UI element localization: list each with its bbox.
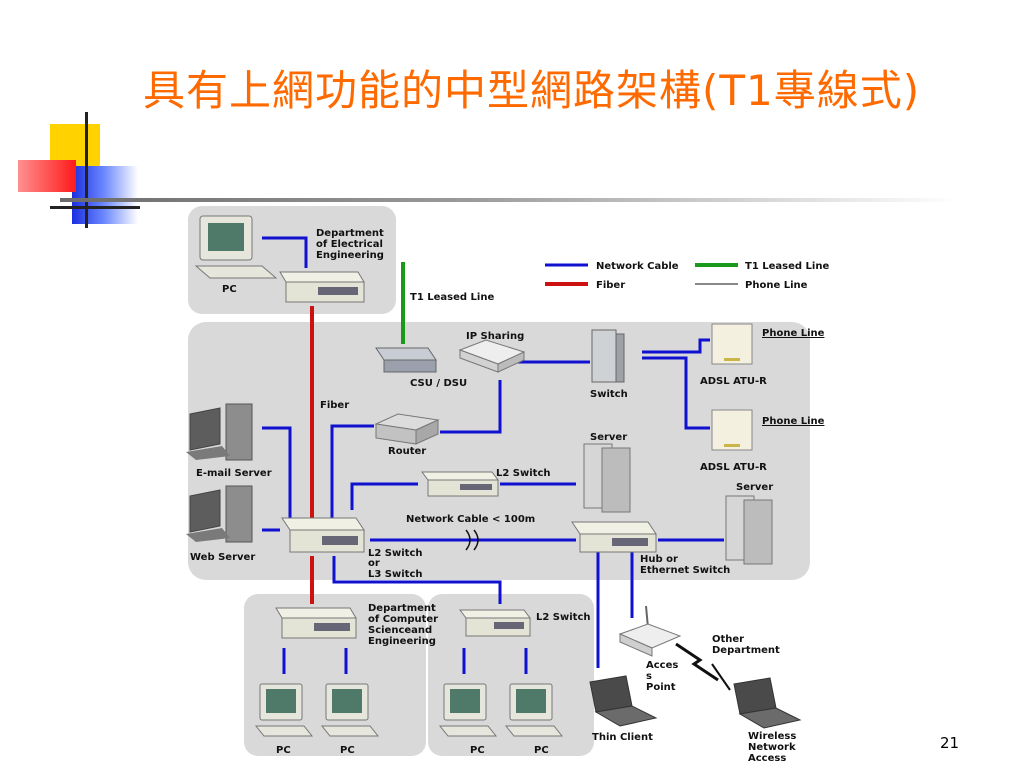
label-network-cable-100m: Network Cable < 100m	[406, 514, 535, 525]
wireless-link-other	[675, 642, 719, 682]
label-router: Router	[388, 446, 426, 457]
label-adsl-2: ADSL ATU-R	[700, 462, 767, 473]
l2-switch-bottom-icon	[459, 609, 531, 637]
label-phone-line-1: Phone Line	[762, 328, 825, 339]
thin-client-laptop-icon	[589, 675, 658, 727]
label-dept-ee-3: Engineering	[316, 250, 384, 261]
label-ip-sharing: IP Sharing	[466, 331, 524, 342]
decor-red-bar	[18, 160, 76, 192]
legend-network-cable: Network Cable	[596, 261, 679, 272]
label-core-1: L2 Switch	[368, 548, 423, 559]
title-underline	[60, 198, 960, 202]
wireless-link-laptop	[711, 663, 731, 691]
label-ap-2: s	[646, 671, 652, 682]
pc-b4-icon	[504, 683, 564, 737]
label-pc-top: PC	[222, 284, 237, 295]
email-server-icon	[186, 403, 253, 461]
label-server-2: Server	[736, 482, 773, 493]
web-server-icon	[186, 485, 253, 543]
label-other-1: Other	[712, 634, 744, 645]
label-ap-3: Point	[646, 682, 676, 693]
server-2-icon	[725, 495, 773, 565]
label-pc-b1: PC	[276, 745, 291, 756]
label-other-2: Department	[712, 645, 780, 656]
pc-b2-icon	[320, 683, 380, 737]
label-pc-b4: PC	[534, 745, 549, 756]
hub-icon	[571, 521, 657, 553]
label-core-2: or	[368, 558, 380, 569]
csu-dsu-icon	[375, 347, 437, 373]
label-dept-ee-1: Department	[316, 228, 384, 239]
label-switch: Switch	[590, 389, 628, 400]
access-point-icon	[618, 605, 682, 657]
switch-to-adsl-links	[642, 338, 710, 430]
label-dept-cs-2: of Computer	[368, 614, 438, 625]
label-dept-cs-3: Scienceand	[368, 625, 432, 636]
adsl-modem-2-icon	[711, 409, 753, 451]
decor-horizontal-line	[50, 206, 140, 209]
label-core-3: L3 Switch	[368, 569, 423, 580]
decor-vertical-line	[85, 112, 88, 228]
adsl-modem-1-icon	[711, 323, 753, 365]
label-dept-cs-4: Engineering	[368, 636, 436, 647]
legend-t1-leased-line: T1 Leased Line	[745, 261, 829, 272]
label-pc-b3: PC	[470, 745, 485, 756]
label-hub-2: Ethernet Switch	[640, 565, 730, 576]
cable-break-mark	[465, 529, 479, 551]
slide-title: 具有上網功能的中型網路架構(T1專線式)	[143, 66, 921, 115]
label-l2-switch-mid: L2 Switch	[496, 468, 551, 479]
label-wireless-1: Wireless	[748, 731, 796, 742]
pc-b1-icon	[254, 683, 314, 737]
router-icon	[374, 413, 440, 445]
l2-switch-mid-icon	[421, 471, 499, 497]
label-dept-ee-2: of Electrical	[316, 239, 383, 250]
switch-tower-icon	[591, 329, 625, 383]
label-l2-switch-bottom: L2 Switch	[536, 612, 591, 623]
decor-blue-square	[72, 166, 138, 224]
zone-core	[188, 322, 810, 580]
label-adsl-1: ADSL ATU-R	[700, 376, 767, 387]
label-ap-1: Acces	[646, 660, 678, 671]
wireless-laptop-icon	[733, 677, 802, 729]
label-wireless-3: Access	[748, 753, 786, 764]
label-pc-b2: PC	[340, 745, 355, 756]
core-switch-icon	[281, 517, 365, 553]
label-server-1: Server	[590, 432, 627, 443]
label-fiber: Fiber	[320, 400, 349, 411]
network-cables	[262, 236, 724, 674]
server-1-icon	[583, 443, 631, 513]
label-hub-1: Hub or	[640, 554, 678, 565]
legend-fiber: Fiber	[596, 280, 625, 291]
dept-cs-switch-icon	[275, 607, 357, 639]
dept-ee-switch-icon	[279, 271, 365, 303]
label-thin-client: Thin Client	[592, 732, 653, 743]
label-web-server: Web Server	[190, 552, 255, 563]
page-number: 21	[940, 734, 960, 752]
label-dept-cs-1: Department	[368, 603, 436, 614]
legend-phone-line: Phone Line	[745, 280, 808, 291]
label-t1-leased-line: T1 Leased Line	[410, 292, 494, 303]
label-email-server: E-mail Server	[196, 468, 272, 479]
label-csu-dsu: CSU / DSU	[410, 378, 467, 389]
label-wireless-2: Network	[748, 742, 796, 753]
pc-top-icon	[194, 215, 278, 279]
ip-sharing-icon	[458, 339, 526, 373]
label-phone-line-2: Phone Line	[762, 416, 825, 427]
pc-b3-icon	[438, 683, 498, 737]
